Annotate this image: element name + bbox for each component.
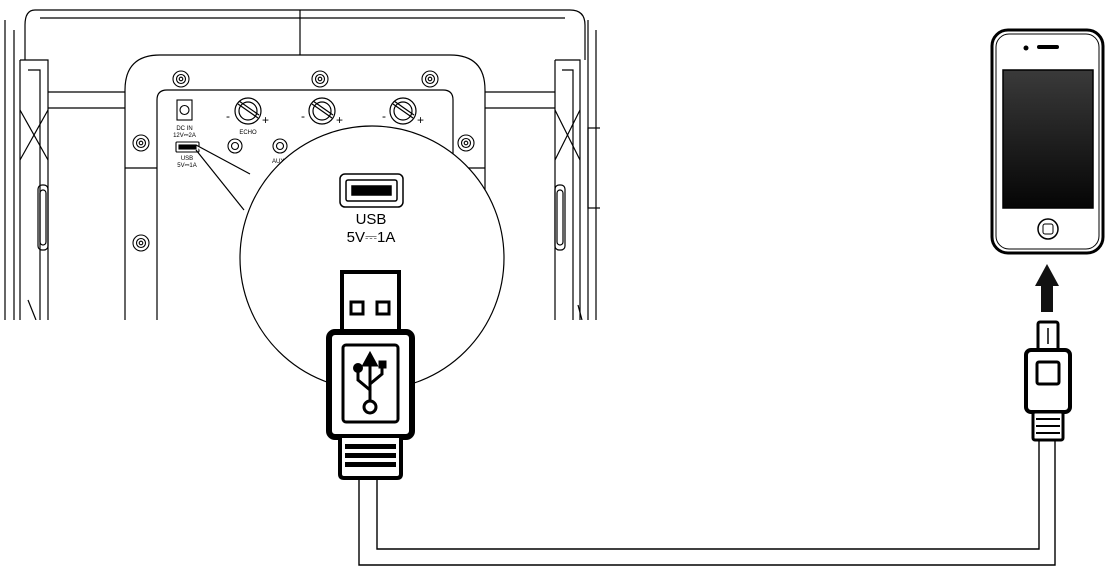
- dc-in-rating: 12V⎓2A: [173, 133, 196, 139]
- speaker-grille-icon: [1037, 45, 1059, 49]
- micro-usb-plug: [1024, 320, 1072, 442]
- smartphone: [990, 28, 1105, 255]
- usb-cable: [358, 440, 1056, 566]
- knob2-minus: -: [301, 109, 305, 123]
- screw-icon: [172, 70, 190, 88]
- screw-icon: [132, 234, 150, 252]
- tone-knob: [389, 97, 417, 125]
- knob2-plus: +: [336, 113, 343, 127]
- usb-logo-icon: [353, 350, 387, 415]
- audio-jack: [227, 138, 243, 154]
- echo-minus: -: [226, 109, 230, 123]
- panel-usb-port: [175, 141, 200, 153]
- echo-plus: +: [262, 113, 269, 127]
- knob3-plus: +: [417, 113, 424, 127]
- zoom-usb-label: USB: [356, 211, 387, 228]
- screw-icon: [311, 70, 329, 88]
- echo-label: ECHO: [239, 130, 257, 136]
- panel-usb-label: USB: [181, 156, 193, 162]
- aux-label: AUX: [272, 159, 284, 165]
- usb-port-zoomed: [339, 173, 404, 208]
- screw-icon: [132, 134, 150, 152]
- dc-in-label: DC IN: [176, 126, 192, 132]
- magnifier-callout: [195, 125, 505, 391]
- panel-usb-rating: 5V⎓1A: [177, 163, 196, 169]
- screw-icon: [457, 134, 475, 152]
- speaker-back-panel: [4, 9, 600, 320]
- knob3-minus: -: [382, 109, 386, 123]
- volume-knob: [308, 97, 336, 125]
- front-camera-icon: [1023, 45, 1029, 51]
- screw-icon: [421, 70, 439, 88]
- panel-screws: [132, 70, 475, 252]
- dc-in-jack: [176, 99, 193, 121]
- home-button-icon: [1037, 218, 1059, 240]
- echo-knob: [234, 97, 262, 125]
- audio-jack: [272, 138, 288, 154]
- arrow-up-icon: [1035, 264, 1059, 312]
- zoom-usb-rating: 5V⎓1A: [347, 229, 396, 246]
